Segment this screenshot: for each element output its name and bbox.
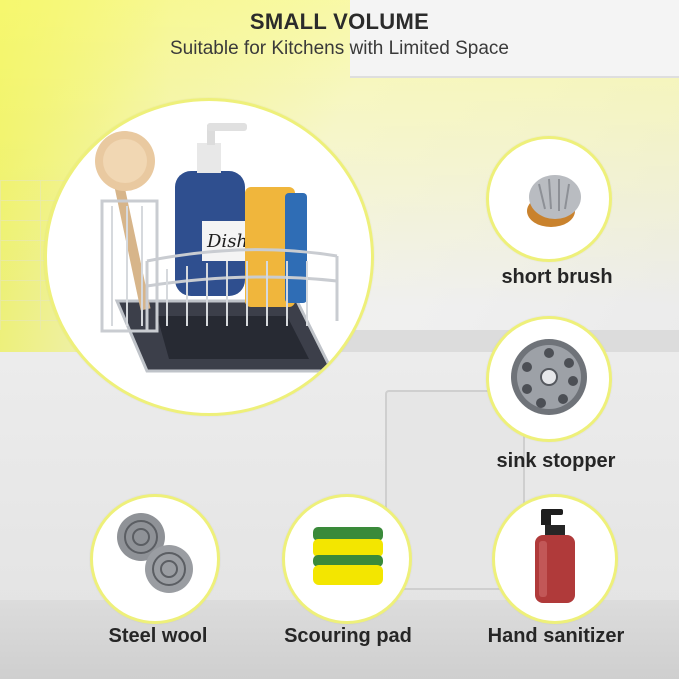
short-brush-label: short brush [501, 266, 613, 288]
bottle-label: Dish [206, 231, 248, 252]
steel-wool-icon [117, 513, 193, 593]
sanitizer-bottle-icon [535, 509, 575, 603]
header: SMALL VOLUME Suitable for Kitchens with … [0, 8, 679, 62]
page-subtitle: Suitable for Kitchens with Limited Space [169, 38, 509, 59]
background-upper-cabinet [350, 0, 679, 78]
sink-stopper-icon [511, 339, 587, 415]
steel-wool-circle [90, 494, 220, 624]
hand-sanitizer-label: Hand sanitizer [487, 625, 625, 647]
sink-caddy-icon: Dish [95, 123, 339, 373]
sink-stopper-label: sink stopper [496, 450, 616, 472]
scouring-pad-label: Scouring pad [284, 625, 412, 647]
hand-sanitizer-circle [492, 494, 618, 624]
page-title: SMALL VOLUME [249, 9, 430, 34]
steel-wool-label: Steel wool [108, 625, 208, 647]
product-image-circle: Dish [44, 98, 374, 416]
brush-icon [527, 175, 581, 227]
scouring-pad-icon [313, 527, 383, 585]
scouring-pad-circle [282, 494, 412, 624]
sink-stopper-circle [486, 316, 612, 442]
short-brush-circle [486, 136, 612, 262]
